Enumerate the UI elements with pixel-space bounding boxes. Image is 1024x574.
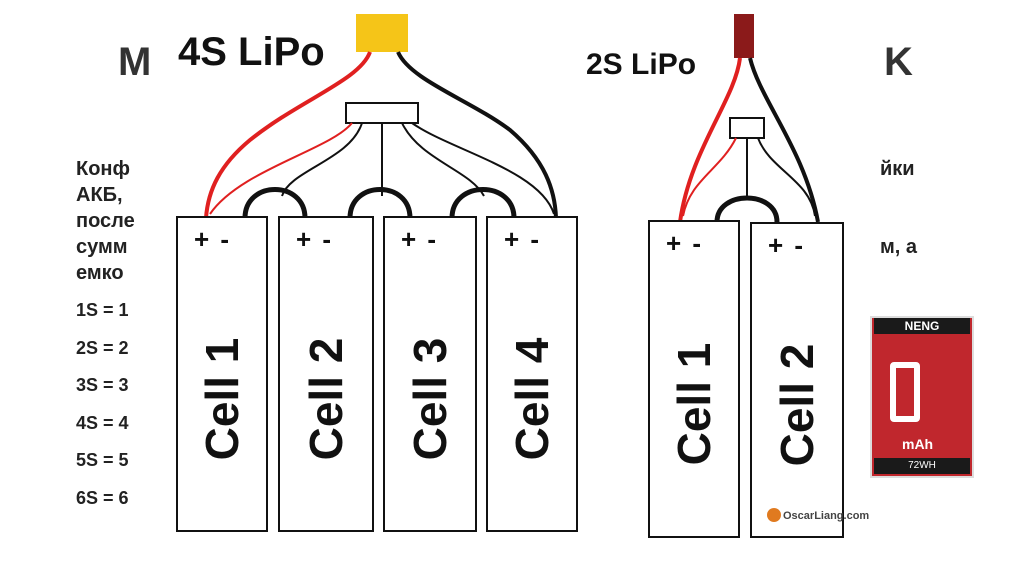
list-item: 4S = 4 xyxy=(76,412,129,433)
list-item: 1S = 1 xyxy=(76,300,129,320)
list-item: 6S = 6 xyxy=(76,487,129,508)
2s-balance-wire xyxy=(757,137,816,217)
cell-terminals: + - xyxy=(768,230,806,260)
2s-main-negative-wire xyxy=(748,57,820,223)
para-line: йки xyxy=(880,158,915,180)
4s-pack-title: 4S LiPo xyxy=(178,30,325,74)
watermark-text: OscarLiang.com xyxy=(783,510,870,522)
slide-title-fragment-right: K xyxy=(884,40,913,84)
para-line: после xyxy=(76,210,135,232)
4s-balance-wire xyxy=(411,122,555,215)
2s-pack-title: 2S LiPo xyxy=(586,48,697,81)
para-line: АКБ, xyxy=(76,184,123,206)
cell-label: Cell 4 xyxy=(506,337,558,461)
4s-series-link xyxy=(242,187,308,219)
4s-main-positive-wire xyxy=(204,51,372,219)
list-item: 3S = 3 xyxy=(76,375,129,396)
list-item: 5S = 5 xyxy=(76,450,129,471)
4s-cell-3: + - Cell 3 xyxy=(383,216,477,532)
list-item: 2S = 2 xyxy=(76,337,129,358)
4s-balance-connector xyxy=(345,102,419,124)
slide-paragraph-fragment-right: йки м, а xyxy=(880,156,917,260)
4s-cell-1: + - Cell 1 xyxy=(176,216,268,532)
4s-cell-2: + - Cell 2 xyxy=(278,216,374,532)
slide-paragraph-fragment: Конф АКБ, после сумм емко xyxy=(76,156,296,286)
battery-photo: NENG mAh 72WH xyxy=(870,316,974,478)
4s-balance-wire-red xyxy=(209,122,353,215)
4s-series-link xyxy=(449,187,517,219)
2s-balance-wire-red xyxy=(682,137,737,217)
cell-label: Cell 1 xyxy=(196,337,248,461)
battery-brand: NENG xyxy=(874,318,970,334)
4s-main-negative-wire xyxy=(396,51,558,219)
battery-digit-graphic xyxy=(890,362,920,422)
cell-terminals: + - xyxy=(296,224,334,254)
2s-balance-connector xyxy=(729,117,765,139)
jst-connector xyxy=(734,14,754,58)
cell-terminals: + - xyxy=(666,228,704,258)
cell-count-list: 1S = 1 2S = 2 3S = 3 4S = 4 5S = 5 6S = … xyxy=(76,298,129,524)
4s-series-link xyxy=(347,187,413,219)
para-line: сумм xyxy=(76,236,128,258)
logo-icon xyxy=(767,508,781,522)
cell-terminals: + - xyxy=(401,224,439,254)
cell-terminals: + - xyxy=(504,224,542,254)
4s-cell-4: + - Cell 4 xyxy=(486,216,578,532)
battery-capacity-unit: mAh xyxy=(902,436,934,452)
oscarliang-watermark: OscarLiang.com xyxy=(767,508,870,522)
2s-series-link xyxy=(714,195,780,223)
battery-energy: 72WH xyxy=(874,458,970,474)
slide-title-fragment: M xyxy=(118,40,152,84)
para-line: Конф xyxy=(76,158,131,180)
cell-terminals: + - xyxy=(194,224,232,254)
2s-cell-1: + - Cell 1 xyxy=(648,220,740,538)
2s-main-positive-wire xyxy=(678,57,742,223)
para-line: емко xyxy=(76,262,124,284)
4s-balance-wire xyxy=(281,122,363,197)
cell-label: Cell 2 xyxy=(771,343,823,467)
cell-label: Cell 3 xyxy=(404,337,456,461)
para-line: м, а xyxy=(880,236,918,258)
2s-cell-2: + - Cell 2 xyxy=(750,222,844,538)
cell-label: Cell 1 xyxy=(668,342,720,466)
cell-label: Cell 2 xyxy=(300,337,352,461)
xt60-connector xyxy=(356,14,408,52)
